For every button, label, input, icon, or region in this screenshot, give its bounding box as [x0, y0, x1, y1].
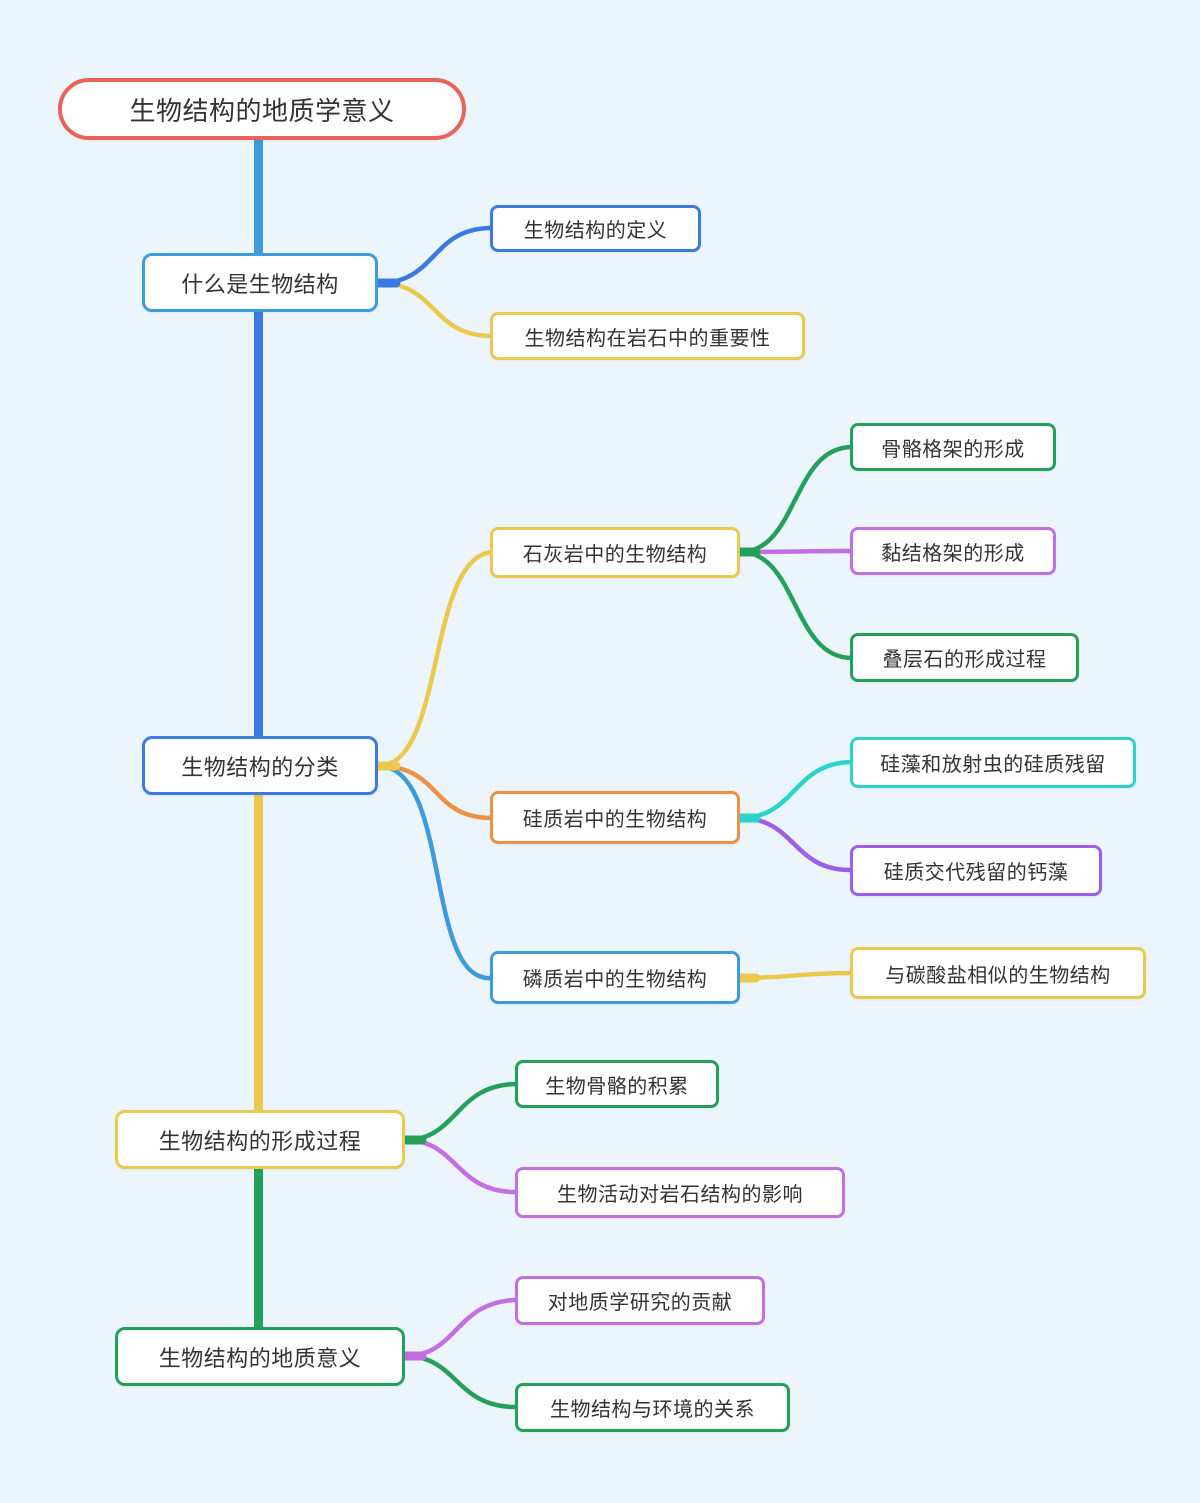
connector-calcareous-algae: [737, 815, 855, 873]
node-limestone-biostructure[interactable]: 石灰岩中的生物结构: [490, 527, 740, 578]
connector-environment-relation: [402, 1353, 520, 1410]
node-binding-framework-formation[interactable]: 黏结格架的形成: [850, 527, 1056, 575]
node-diatom-radiolarian-residue[interactable]: 硅藻和放射虫的硅质残留: [850, 737, 1136, 788]
node-carbonate-like-biostructure[interactable]: 与碳酸盐相似的生物结构: [850, 947, 1146, 999]
node-silica-replaced-calcareous-algae[interactable]: 硅质交代残留的钙藻: [850, 845, 1102, 896]
node-siliceous-rock-biostructure[interactable]: 硅质岩中的生物结构: [490, 791, 740, 844]
node-contribution-to-geology[interactable]: 对地质学研究的贡献: [515, 1276, 765, 1325]
node-what-is-biostructure[interactable]: 什么是生物结构: [142, 253, 378, 312]
node-bio-activity-influence-on-rock[interactable]: 生物活动对岩石结构的影响: [515, 1167, 845, 1218]
node-biostructure-definition[interactable]: 生物结构的定义: [490, 205, 701, 252]
connector-definition: [375, 225, 495, 286]
root-topic-node[interactable]: 生物结构的地质学意义: [58, 78, 466, 140]
node-biological-skeleton-accumulation[interactable]: 生物骨骼的积累: [515, 1060, 719, 1108]
node-stromatolite-formation[interactable]: 叠层石的形成过程: [850, 633, 1079, 682]
node-biostructure-formation-process[interactable]: 生物结构的形成过程: [115, 1110, 405, 1169]
connector-skeletal-framework: [737, 444, 855, 555]
node-geological-significance[interactable]: 生物结构的地质意义: [115, 1327, 405, 1386]
connector-importance-in-rock: [375, 280, 495, 339]
connector-limestone: [375, 549, 495, 769]
connector-phosphate-rock: [375, 763, 495, 981]
connector-diatom-radiolarian: [737, 759, 855, 821]
node-biostructure-classification[interactable]: 生物结构的分类: [142, 736, 378, 795]
connector-bio-activity-influence: [402, 1137, 520, 1195]
node-importance-in-rocks[interactable]: 生物结构在岩石中的重要性: [490, 312, 805, 360]
node-biostructure-environment-relation[interactable]: 生物结构与环境的关系: [515, 1383, 790, 1432]
connector-siliceous-rock: [375, 763, 495, 821]
node-phosphate-rock-biostructure[interactable]: 磷质岩中的生物结构: [490, 951, 740, 1004]
connector-geology-contribution: [402, 1297, 520, 1359]
connector-skeleton-accumulation: [402, 1081, 520, 1143]
connector-stromatolite: [737, 549, 855, 661]
node-skeletal-framework-formation[interactable]: 骨骼格架的形成: [850, 423, 1056, 471]
